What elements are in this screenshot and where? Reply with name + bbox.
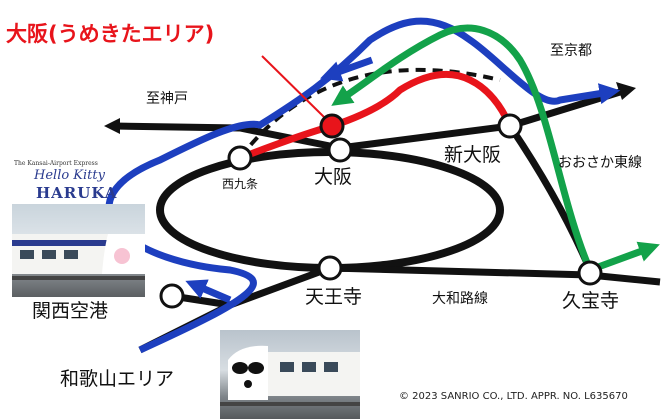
blue-route-dash <box>320 56 374 82</box>
station-nishikujo[interactable] <box>227 145 253 171</box>
station-label-kyuhoji: 久宝寺 <box>562 290 620 312</box>
panda-train-photo <box>220 330 360 419</box>
copyright-notice: © 2023 SANRIO CO., LTD. APPR. NO. L63567… <box>399 391 628 402</box>
station-tennoji[interactable] <box>317 255 343 281</box>
station-umekita[interactable] <box>319 113 345 139</box>
panda-train-icon <box>220 345 360 406</box>
title-pointer <box>261 55 326 119</box>
kyoto-arrow <box>616 82 636 100</box>
haruka-logo-script: Hello Kitty <box>34 168 105 183</box>
green-route <box>331 24 594 272</box>
station-label-shin-osaka: 新大阪 <box>444 144 502 166</box>
red-route <box>238 70 514 162</box>
kobe-arrow <box>104 118 120 134</box>
station-label-tennoji: 天王寺 <box>305 286 363 308</box>
haruka-train-icon <box>12 234 145 280</box>
blue-airport-branch <box>185 279 232 304</box>
haruka-train-photo <box>12 204 145 297</box>
haruka-logo: The Kansai-Airport Express Hello Kitty H… <box>12 160 130 202</box>
direction-kyoto-label: 至京都 <box>550 43 592 59</box>
station-kyuhoji[interactable] <box>577 260 603 286</box>
line-label-osaka-higashi: おおさか東線 <box>558 155 642 171</box>
station-label-kansai-airport: 関西空港 <box>32 300 109 322</box>
station-label-osaka: 大阪 <box>314 166 353 188</box>
station-kansai-airport[interactable] <box>159 283 185 309</box>
direction-wakayama-label: 和歌山エリア <box>60 368 175 390</box>
station-osaka[interactable] <box>327 137 353 163</box>
yamatoji-line <box>329 264 661 286</box>
blue-route <box>105 17 621 354</box>
page-title: 大阪(うめきたエリア) <box>6 22 215 46</box>
direction-kobe-label: 至神戸 <box>146 91 188 107</box>
haruka-logo-word: HARUKA <box>36 184 118 202</box>
station-shin-osaka[interactable] <box>497 113 523 139</box>
line-label-yamatoji: 大和路線 <box>432 291 488 307</box>
station-label-nishikujo: 西九条 <box>222 177 259 191</box>
haruka-logo-tagline: The Kansai-Airport Express <box>14 160 98 167</box>
